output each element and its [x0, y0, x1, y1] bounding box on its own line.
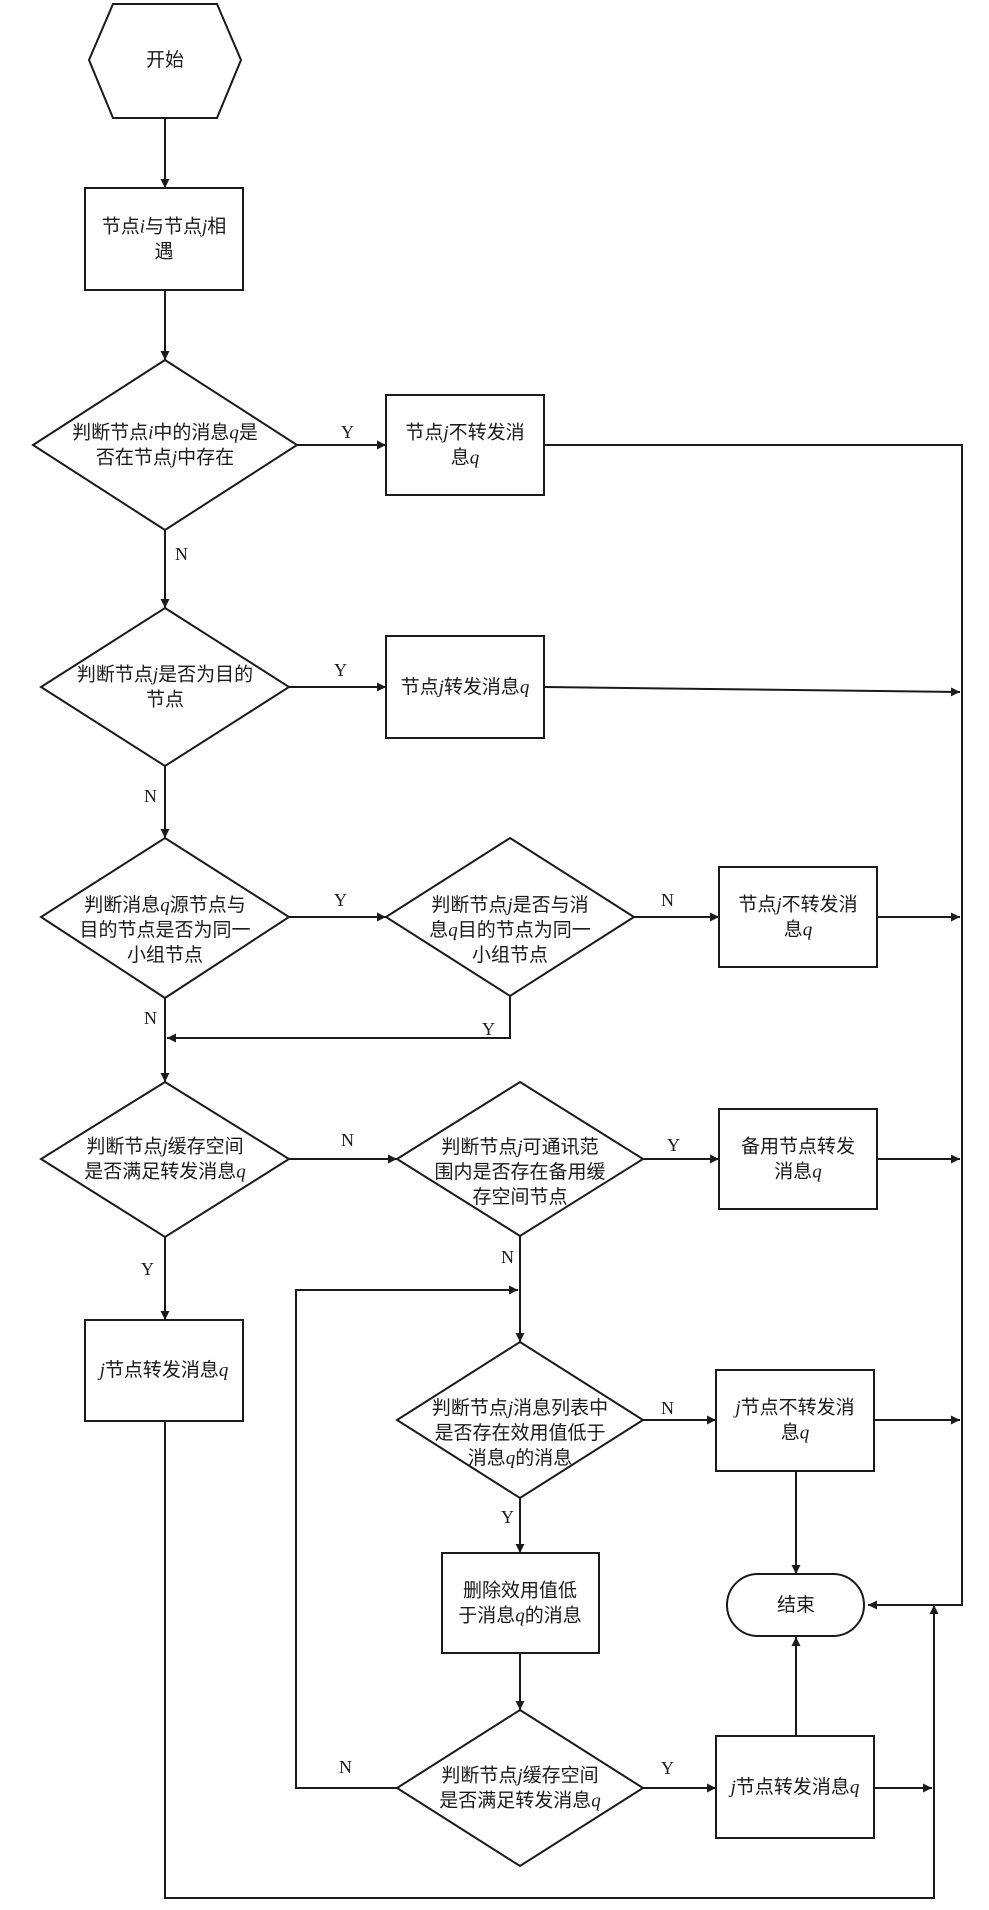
- d3-yes-label: Y: [334, 890, 347, 910]
- connectors: [160, 118, 963, 1899]
- d5-no-label: N: [341, 1130, 354, 1150]
- nodes: [31, 3, 878, 1868]
- decision-d3: [39, 836, 291, 1000]
- r3-label: 节点j不转发消息q: [738, 893, 857, 940]
- process-r6: [715, 1369, 875, 1472]
- edge-r1-collector: [545, 444, 963, 1610]
- d3-no-label: N: [144, 1008, 157, 1028]
- edge-d4-back: [167, 996, 511, 1043]
- d6-yes-label: Y: [667, 1135, 680, 1155]
- d8-no-label: N: [339, 1757, 352, 1777]
- decision-d4: [384, 836, 636, 998]
- meet-node: [84, 187, 244, 291]
- r2-label: 节点j转发消息q: [401, 676, 530, 698]
- start-label: 开始: [146, 49, 184, 71]
- d2-no-label: N: [144, 786, 157, 806]
- process-r1: [385, 394, 545, 496]
- end-node: [726, 1573, 865, 1637]
- d4-no-label: N: [661, 890, 674, 910]
- d4-label: 判断节点j是否与消息q目的节点为同一小组节点: [429, 894, 591, 966]
- start-node: [87, 3, 243, 119]
- decision-d2: [39, 606, 291, 768]
- decision-d5: [39, 1080, 291, 1239]
- decision-d1: [31, 358, 299, 532]
- d7-label: 判断节点j消息列表中是否存在效用值低于消息q的消息: [432, 1397, 608, 1469]
- process-r3: [718, 866, 878, 968]
- d2-yes-label: Y: [334, 660, 347, 680]
- meet-label: 节点i与节点j相遇: [102, 215, 227, 262]
- r5-label: j节点转发消息q: [97, 1359, 229, 1381]
- decision-d6: [395, 1080, 645, 1238]
- process-r8: [715, 1735, 875, 1839]
- r6-label: j节点不转发消息q: [732, 1396, 854, 1443]
- end-label: 结束: [777, 1594, 815, 1616]
- edge-r2-collector: [544, 686, 961, 697]
- r8-label: j节点转发消息q: [728, 1776, 860, 1798]
- r4-label: 备用节点转发消息q: [741, 1135, 855, 1182]
- d6-label: 判断节点j可通讯范围内是否存在备用缓存空间节点: [434, 1136, 605, 1208]
- decision-d7: [395, 1340, 645, 1500]
- edge-labels: Y N Y N Y N N Y N Y Y N N Y N Y: [141, 422, 680, 1778]
- d1-no-label: N: [175, 544, 188, 564]
- r7-label: 删除效用值低于消息q的消息: [458, 1579, 582, 1626]
- d7-no-label: N: [661, 1398, 674, 1418]
- r1-label: 节点j不转发消息q: [405, 421, 524, 468]
- d4-yes-label: Y: [482, 1019, 495, 1039]
- d1-label: 判断节点i中的消息q是否在节点j中存在: [72, 421, 258, 468]
- d8-label: 判断节点j缓存空间是否满足转发消息q: [439, 1764, 601, 1811]
- d5-yes-label: Y: [141, 1259, 154, 1279]
- edge-r5-collector: [164, 1422, 939, 1899]
- d1-yes-label: Y: [341, 422, 354, 442]
- node-labels: 开始 节点i与节点j相遇 判断节点i中的消息q是否在节点j中存在 节点j不转发消…: [72, 49, 860, 1812]
- process-r2: [385, 635, 545, 739]
- d3-label: 判断消息q源节点与目的节点是否为同一小组节点: [79, 894, 250, 966]
- d7-yes-label: Y: [501, 1507, 514, 1527]
- process-r7: [441, 1552, 600, 1654]
- edge-loop-back: [295, 1285, 518, 1789]
- process-r5: [84, 1319, 244, 1422]
- decision-d8: [395, 1708, 645, 1868]
- d8-yes-label: Y: [661, 1758, 674, 1778]
- process-r4: [718, 1108, 878, 1210]
- d2-label: 判断节点j是否为目的节点: [77, 663, 253, 710]
- d6-no-label: N: [501, 1247, 514, 1267]
- d5-label: 判断节点j缓存空间是否满足转发消息q: [84, 1135, 246, 1182]
